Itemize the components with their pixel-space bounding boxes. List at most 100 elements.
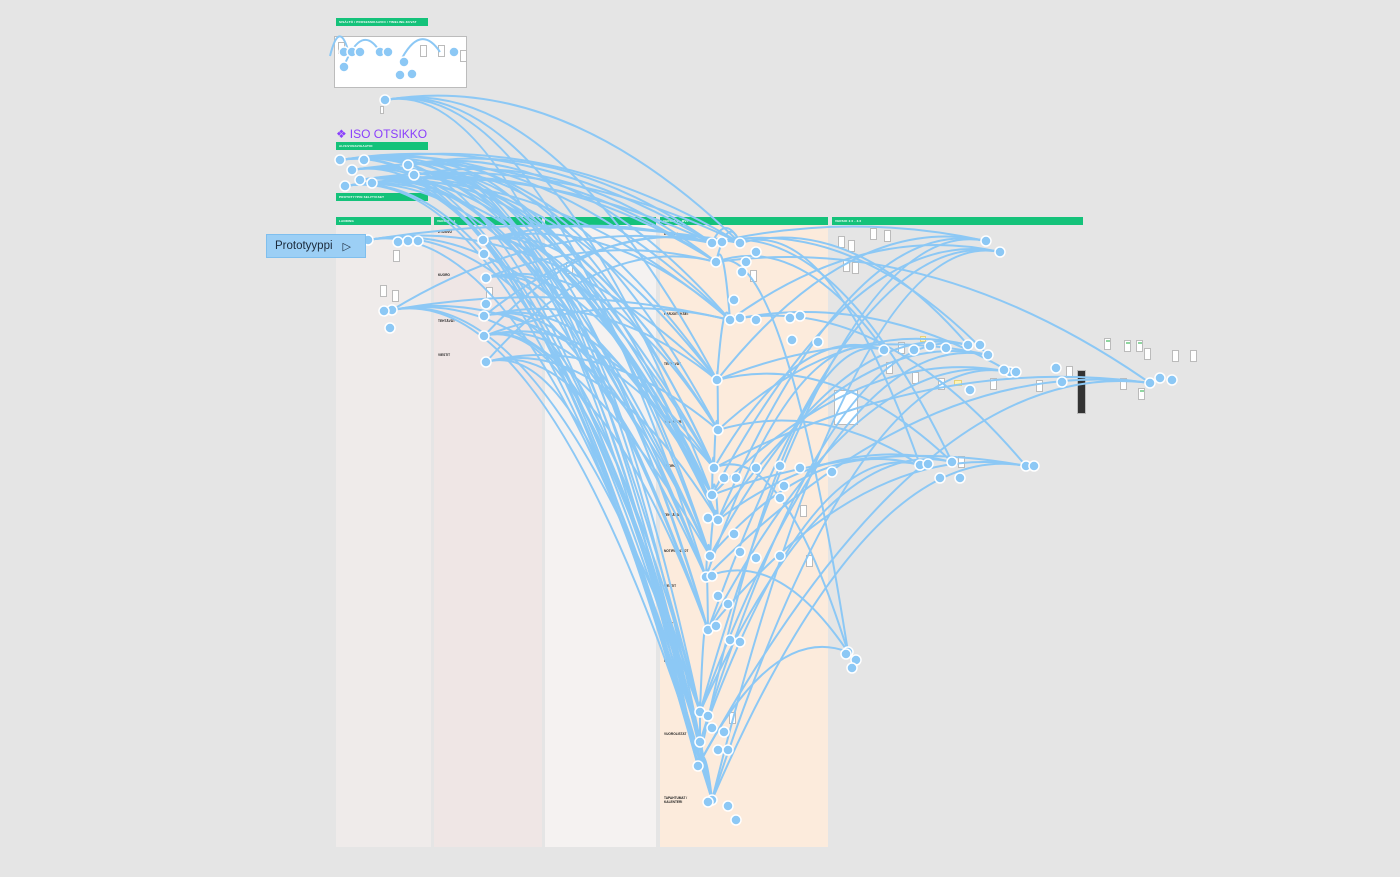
- flow-node-handle[interactable]: [392, 236, 404, 248]
- screen-frame[interactable]: [460, 50, 467, 62]
- flow-node-handle[interactable]: [922, 458, 934, 470]
- flow-node-handle[interactable]: [794, 462, 806, 474]
- flow-node-handle[interactable]: [718, 472, 730, 484]
- flow-node-handle[interactable]: [480, 298, 492, 310]
- flow-node-handle[interactable]: [846, 662, 858, 674]
- flow-node-handle[interactable]: [980, 235, 992, 247]
- flow-node-handle[interactable]: [1166, 374, 1178, 386]
- screen-frame[interactable]: [884, 230, 891, 242]
- flow-node-handle[interactable]: [1050, 362, 1062, 374]
- screen-frame[interactable]: [1144, 348, 1151, 360]
- flow-node-handle[interactable]: [478, 310, 490, 322]
- flow-node-handle[interactable]: [774, 460, 786, 472]
- flow-node-handle[interactable]: [724, 634, 736, 646]
- flow-node-handle[interactable]: [706, 237, 718, 249]
- flow-node-handle[interactable]: [878, 344, 890, 356]
- flow-node-handle[interactable]: [478, 248, 490, 260]
- flow-node-handle[interactable]: [774, 550, 786, 562]
- screen-frame[interactable]: [1136, 340, 1143, 352]
- flow-node-handle[interactable]: [794, 310, 806, 322]
- flow-node-handle[interactable]: [704, 550, 716, 562]
- flow-node-handle[interactable]: [750, 246, 762, 258]
- flow-node-handle[interactable]: [962, 339, 974, 351]
- flow-node-handle[interactable]: [346, 164, 358, 176]
- screen-frame[interactable]: [1036, 380, 1043, 392]
- flow-node-handle[interactable]: [740, 256, 752, 268]
- flow-node-handle[interactable]: [354, 174, 366, 186]
- screen-frame[interactable]: [990, 378, 997, 390]
- flow-node-handle[interactable]: [826, 466, 838, 478]
- flow-node-handle[interactable]: [712, 744, 724, 756]
- flow-node-handle[interactable]: [908, 344, 920, 356]
- flow-node-handle[interactable]: [366, 177, 378, 189]
- flow-node-handle[interactable]: [784, 312, 796, 324]
- flow-node-handle[interactable]: [778, 480, 790, 492]
- flow-node-handle[interactable]: [384, 322, 396, 334]
- flow-node-handle[interactable]: [728, 294, 740, 306]
- flow-node-handle[interactable]: [722, 744, 734, 756]
- flow-node-handle[interactable]: [730, 472, 742, 484]
- flow-node-handle[interactable]: [338, 61, 350, 73]
- prototype-start-button[interactable]: Prototyyppi ▷: [266, 234, 366, 258]
- screen-frame[interactable]: [800, 505, 807, 517]
- flow-node-handle[interactable]: [750, 552, 762, 564]
- flow-node-handle[interactable]: [840, 648, 852, 660]
- flow-node-handle[interactable]: [692, 760, 704, 772]
- flow-node-handle[interactable]: [706, 489, 718, 501]
- flow-node-handle[interactable]: [706, 722, 718, 734]
- flow-node-handle[interactable]: [480, 272, 492, 284]
- flow-node-handle[interactable]: [1154, 372, 1166, 384]
- flow-node-handle[interactable]: [478, 330, 490, 342]
- flow-node-handle[interactable]: [774, 492, 786, 504]
- screen-frame[interactable]: [870, 228, 877, 240]
- flow-node-handle[interactable]: [382, 46, 394, 58]
- flow-node-handle[interactable]: [1144, 377, 1156, 389]
- flow-node-handle[interactable]: [734, 237, 746, 249]
- flow-node-handle[interactable]: [711, 374, 723, 386]
- flow-node-handle[interactable]: [994, 246, 1006, 258]
- screen-frame[interactable]: [852, 262, 859, 274]
- flow-node-handle[interactable]: [750, 462, 762, 474]
- flow-node-handle[interactable]: [998, 364, 1010, 376]
- flow-node-handle[interactable]: [982, 349, 994, 361]
- flow-node-handle[interactable]: [724, 314, 736, 326]
- flow-node-handle[interactable]: [718, 726, 730, 738]
- flow-node-handle[interactable]: [964, 384, 976, 396]
- flow-node-handle[interactable]: [712, 590, 724, 602]
- flow-node-handle[interactable]: [728, 528, 740, 540]
- screen-frame[interactable]: [1077, 370, 1086, 414]
- flow-node-handle[interactable]: [722, 800, 734, 812]
- flow-node-handle[interactable]: [378, 305, 390, 317]
- flow-node-handle[interactable]: [394, 69, 406, 81]
- flow-node-handle[interactable]: [480, 356, 492, 368]
- flow-node-handle[interactable]: [722, 598, 734, 610]
- flow-node-handle[interactable]: [730, 814, 742, 826]
- screen-frame[interactable]: [1172, 350, 1179, 362]
- flow-node-handle[interactable]: [734, 546, 746, 558]
- screen-frame[interactable]: [1138, 388, 1145, 400]
- screen-frame[interactable]: [392, 290, 399, 302]
- flow-node-handle[interactable]: [924, 340, 936, 352]
- flow-node-handle[interactable]: [1056, 376, 1068, 388]
- flow-node-handle[interactable]: [402, 159, 414, 171]
- flow-node-handle[interactable]: [712, 424, 724, 436]
- flow-node-handle[interactable]: [934, 472, 946, 484]
- flow-node-handle[interactable]: [448, 46, 460, 58]
- flow-node-handle[interactable]: [702, 512, 714, 524]
- screen-frame[interactable]: [393, 250, 400, 262]
- flow-node-handle[interactable]: [710, 256, 722, 268]
- flow-node-handle[interactable]: [750, 314, 762, 326]
- flow-node-handle[interactable]: [1028, 460, 1040, 472]
- screen-frame[interactable]: [420, 45, 427, 57]
- screen-frame[interactable]: [1124, 340, 1131, 352]
- flow-node-handle[interactable]: [398, 56, 410, 68]
- flow-node-handle[interactable]: [734, 636, 746, 648]
- flow-node-handle[interactable]: [339, 180, 351, 192]
- flow-node-handle[interactable]: [734, 312, 746, 324]
- flow-node-handle[interactable]: [702, 710, 714, 722]
- flow-node-handle[interactable]: [334, 154, 346, 166]
- screen-frame[interactable]: [380, 285, 387, 297]
- flow-node-handle[interactable]: [706, 570, 718, 582]
- flow-node-handle[interactable]: [412, 235, 424, 247]
- screen-frame[interactable]: [380, 106, 384, 114]
